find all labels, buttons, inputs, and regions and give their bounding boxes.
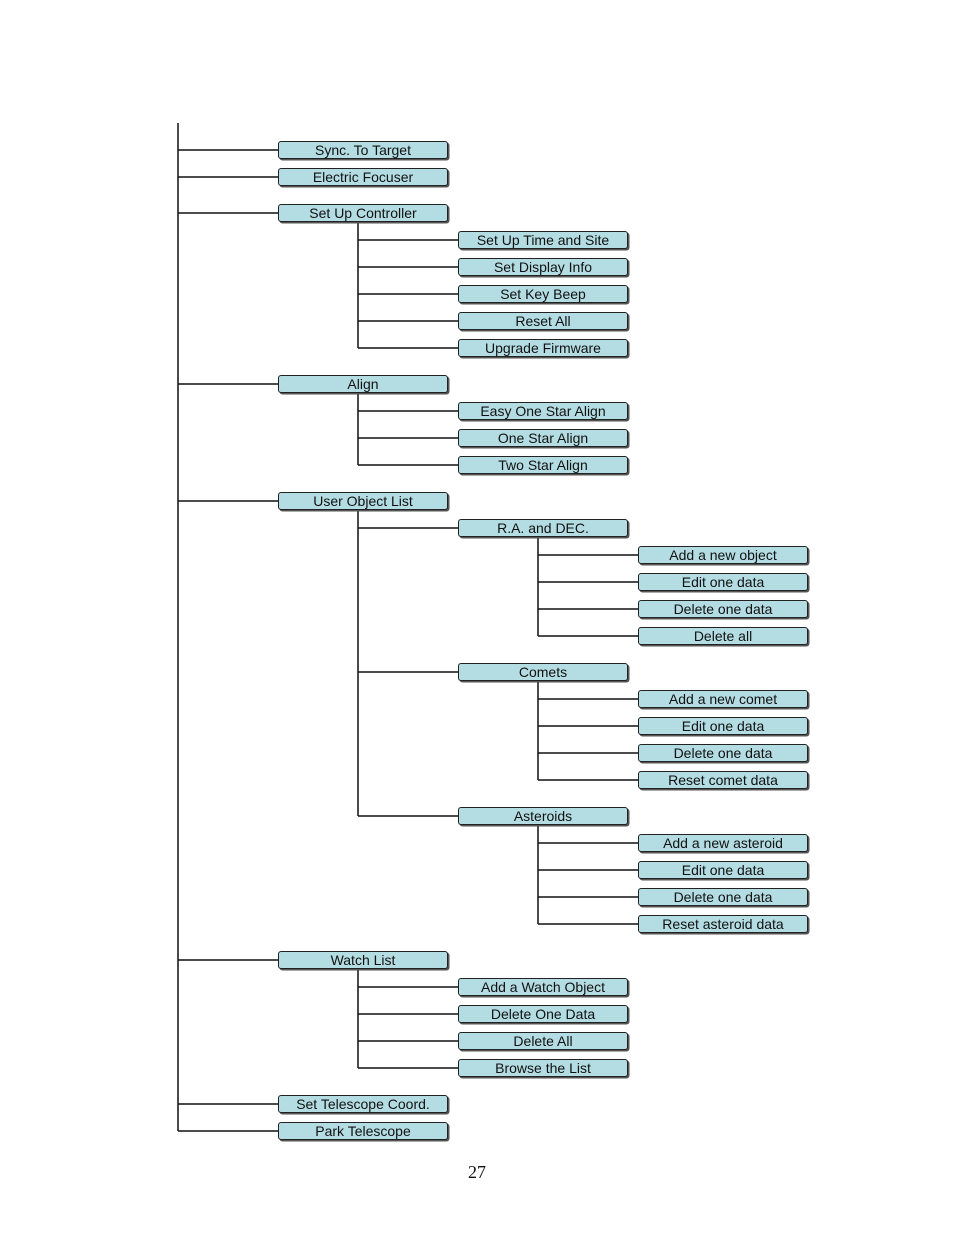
menu-item-set-up-controller: Set Up Controller <box>278 204 448 222</box>
menu-item-edit-one-data: Edit one data <box>638 573 808 591</box>
page-number: 27 <box>468 1162 486 1182</box>
menu-item-add-a-new-asteroid: Add a new asteroid <box>638 834 808 852</box>
menu-item-reset-comet-data: Reset comet data <box>638 771 808 789</box>
menu-item-one-star-align: One Star Align <box>458 429 628 447</box>
menu-item-edit-one-data: Edit one data <box>638 717 808 735</box>
menu-item-electric-focuser: Electric Focuser <box>278 168 448 186</box>
menu-item-delete-one-data: Delete one data <box>638 744 808 762</box>
menu-item-sync-to-target: Sync. To Target <box>278 141 448 159</box>
menu-item-add-a-watch-object: Add a Watch Object <box>458 978 628 996</box>
menu-item-align: Align <box>278 375 448 393</box>
menu-item-park-telescope: Park Telescope <box>278 1122 448 1140</box>
menu-item-reset-asteroid-data: Reset asteroid data <box>638 915 808 933</box>
menu-item-delete-one-data: Delete One Data <box>458 1005 628 1023</box>
menu-item-comets: Comets <box>458 663 628 681</box>
menu-item-reset-all: Reset All <box>458 312 628 330</box>
menu-item-r-a-and-dec: R.A. and DEC. <box>458 519 628 537</box>
menu-item-add-a-new-object: Add a new object <box>638 546 808 564</box>
menu-item-set-up-time-and-site: Set Up Time and Site <box>458 231 628 249</box>
menu-item-asteroids: Asteroids <box>458 807 628 825</box>
menu-item-delete-all: Delete All <box>458 1032 628 1050</box>
menu-item-watch-list: Watch List <box>278 951 448 969</box>
menu-item-set-key-beep: Set Key Beep <box>458 285 628 303</box>
menu-item-set-display-info: Set Display Info <box>458 258 628 276</box>
menu-item-browse-the-list: Browse the List <box>458 1059 628 1077</box>
menu-item-set-telescope-coord: Set Telescope Coord. <box>278 1095 448 1113</box>
menu-item-delete-all: Delete all <box>638 627 808 645</box>
menu-item-user-object-list: User Object List <box>278 492 448 510</box>
menu-item-delete-one-data: Delete one data <box>638 888 808 906</box>
menu-item-edit-one-data: Edit one data <box>638 861 808 879</box>
menu-item-upgrade-firmware: Upgrade Firmware <box>458 339 628 357</box>
menu-item-delete-one-data: Delete one data <box>638 600 808 618</box>
menu-item-two-star-align: Two Star Align <box>458 456 628 474</box>
menu-item-add-a-new-comet: Add a new comet <box>638 690 808 708</box>
menu-item-easy-one-star-align: Easy One Star Align <box>458 402 628 420</box>
